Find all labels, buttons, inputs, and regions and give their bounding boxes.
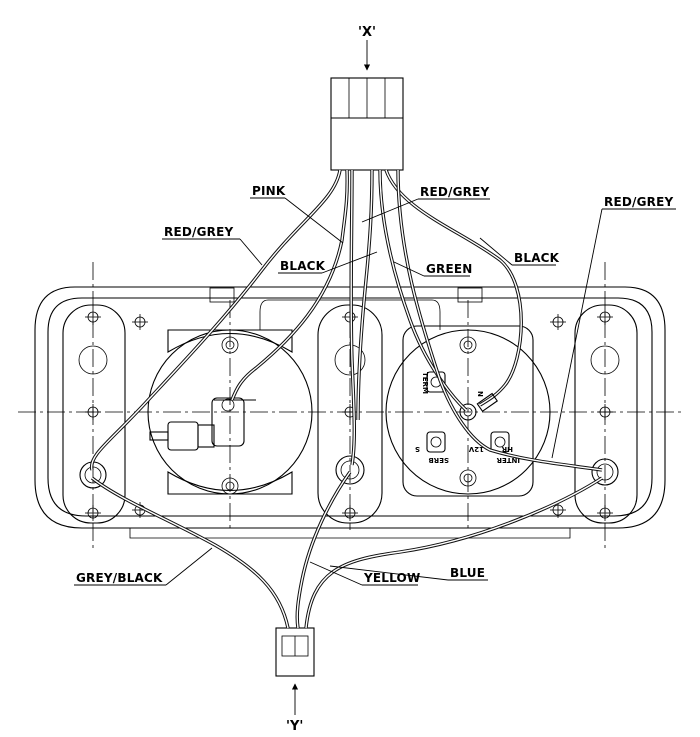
label-yellow: YELLOW	[363, 571, 420, 585]
wire-harness	[89, 169, 603, 629]
hole	[85, 404, 101, 420]
hole	[85, 309, 101, 325]
sender-unit	[149, 397, 256, 451]
hole	[597, 505, 613, 521]
hole	[85, 505, 101, 521]
hole	[550, 502, 566, 518]
spade-terminal	[476, 392, 499, 413]
hole	[597, 404, 613, 420]
wire-grey-black	[90, 476, 290, 629]
label-red-grey-top: RED/GREY	[420, 185, 489, 199]
right-mount-slot	[574, 304, 638, 524]
connector-y-label: 'Y'	[286, 719, 303, 734]
label-term: TERM	[421, 372, 429, 394]
label-serb: SERB	[428, 456, 449, 464]
label-s: S	[415, 445, 420, 453]
left-gauge	[147, 329, 313, 495]
wire-yellow	[295, 471, 352, 629]
hole	[550, 314, 566, 330]
label-red-grey-right: RED/GREY	[604, 195, 673, 209]
connector-x: 'X'	[330, 25, 404, 171]
connector-y: 'Y'	[275, 627, 315, 734]
label-grey-black: GREY/BLACK	[76, 571, 163, 585]
hole	[342, 505, 358, 521]
left-mount-slot	[62, 304, 126, 524]
fixing-holes	[85, 309, 613, 521]
label-black-left: BLACK	[280, 259, 326, 273]
label-inter: INTER	[496, 456, 520, 464]
connector-x-label: 'X'	[358, 25, 376, 40]
inner-pocket	[259, 299, 441, 330]
label-black-right: BLACK	[514, 251, 560, 265]
wire-labels: PINK RED/GREY RED/GREY BLACK GREEN BLACK…	[74, 184, 676, 586]
label-green: GREEN	[426, 262, 473, 276]
panel-outline	[34, 286, 666, 539]
label-red-grey-left: RED/GREY	[164, 225, 233, 239]
terminal-serb	[426, 431, 446, 453]
label-blue: BLUE	[450, 566, 485, 580]
label-pink: PINK	[252, 184, 286, 198]
hole	[597, 309, 613, 325]
label-12v: 12V	[468, 445, 484, 453]
hole	[132, 314, 148, 330]
right-gauge: TERM N HR 12V INTER SERB S	[385, 325, 551, 497]
label-hr: HR	[501, 445, 513, 453]
label-n: N	[476, 391, 484, 397]
